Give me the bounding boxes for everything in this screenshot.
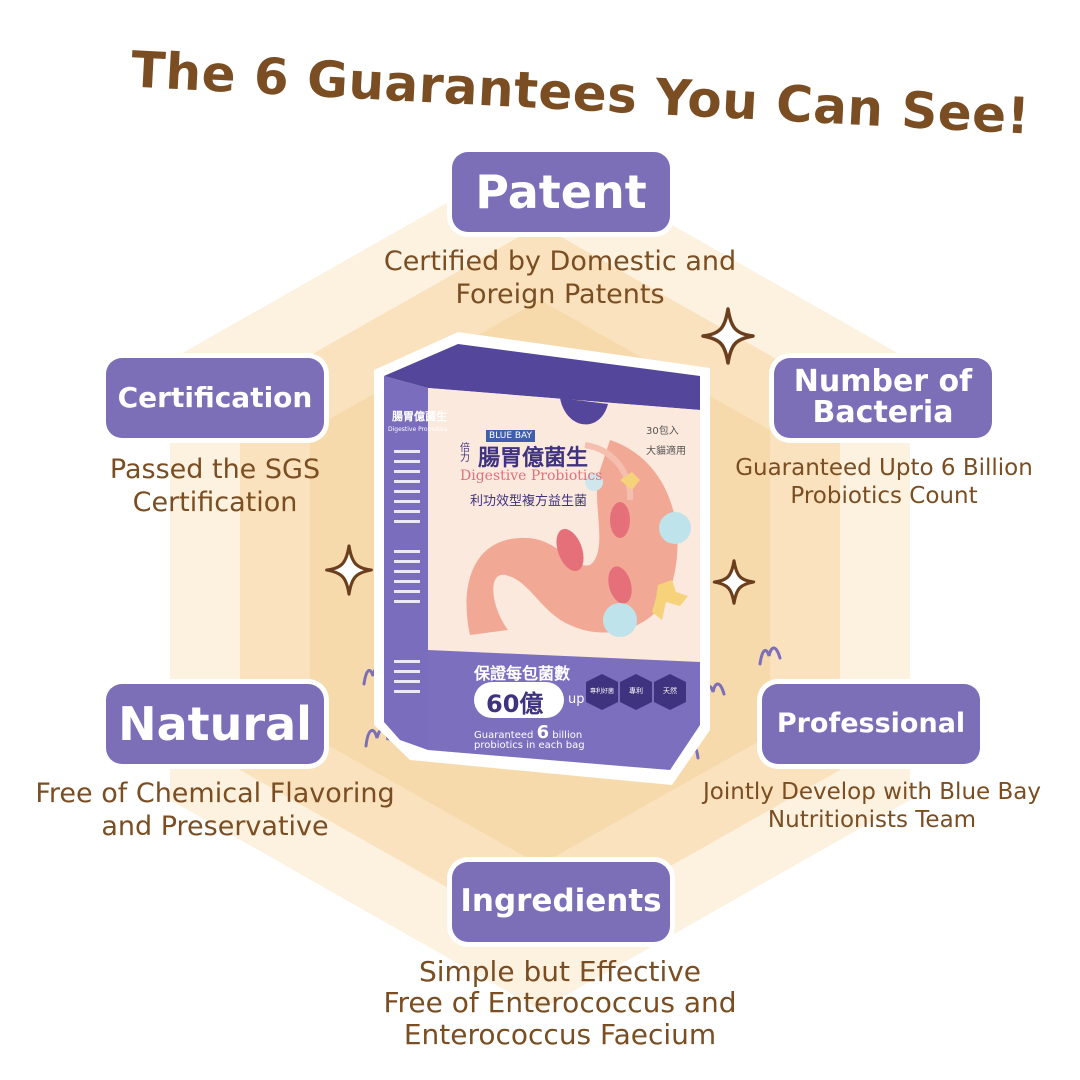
patent-label: Patent [475,164,647,219]
side-name-en: Digestive Probiotics [388,426,448,433]
product-subtitle-cn: 利功效型複方益生菌 [470,494,588,509]
side-name-cn: 腸胃億菌生 [392,410,447,423]
product-box: BLUE BAY 倍力 腸胃億菌生 Digestive Probiotics 利… [370,330,715,790]
ingredients-badge: Ingredients [452,862,670,942]
audience-label: 大貓適用 [646,446,686,457]
product-box-shape [374,332,710,785]
guarantee-en-line1: Guaranteed 6 billion [474,722,583,743]
guarantee-cn: 保證每包菌數 [474,664,571,683]
professional-description: Jointly Develop with Blue Bay Nutritioni… [703,779,1041,834]
natural-description: Free of Chemical Flavoring and Preservat… [35,778,395,842]
certification-label: Certification [117,380,313,414]
count-value: 60億 [486,690,544,718]
product-name-prefix: 倍力 [460,443,470,464]
natural-label: Natural [118,696,312,751]
ingredients-description: Simple but Effective Free of Enterococcu… [383,955,737,1051]
count-unit: up [568,692,585,707]
brand-logo: BLUE BAY [486,430,536,442]
patent-description: Certified by Domestic and Foreign Patent… [383,246,737,310]
ingredients-label: Ingredients [460,883,662,920]
sparkle-icon [712,559,756,605]
professional-badge: Professional [762,684,980,764]
patent-badge: Patent [452,152,670,232]
sparkle-icon [701,307,755,365]
certification-description: Passed the SGS Certification [109,454,321,518]
product-name-cn: 腸胃億菌生 [478,446,589,471]
guarantee-en-line2: probiotics in each bag [474,740,585,751]
hex-badge-3: 天然 [663,687,677,695]
sparkle-icon [325,544,373,596]
bacteria-description: Guaranteed Upto 6 Billion Probiotics Cou… [735,455,1033,510]
natural-badge: Natural [106,684,324,764]
hex-badge-1: 專利好菌 [589,688,614,695]
bacteria-badge: Number of Bacteria [774,358,992,438]
certification-badge: Certification [106,358,324,438]
professional-label: Professional [776,708,966,740]
pack-count: 30包入 [646,426,679,437]
product-name-en: Digestive Probiotics [460,468,603,484]
squiggle-decoration [758,646,782,666]
hex-badge-2: 專利 [629,687,643,695]
